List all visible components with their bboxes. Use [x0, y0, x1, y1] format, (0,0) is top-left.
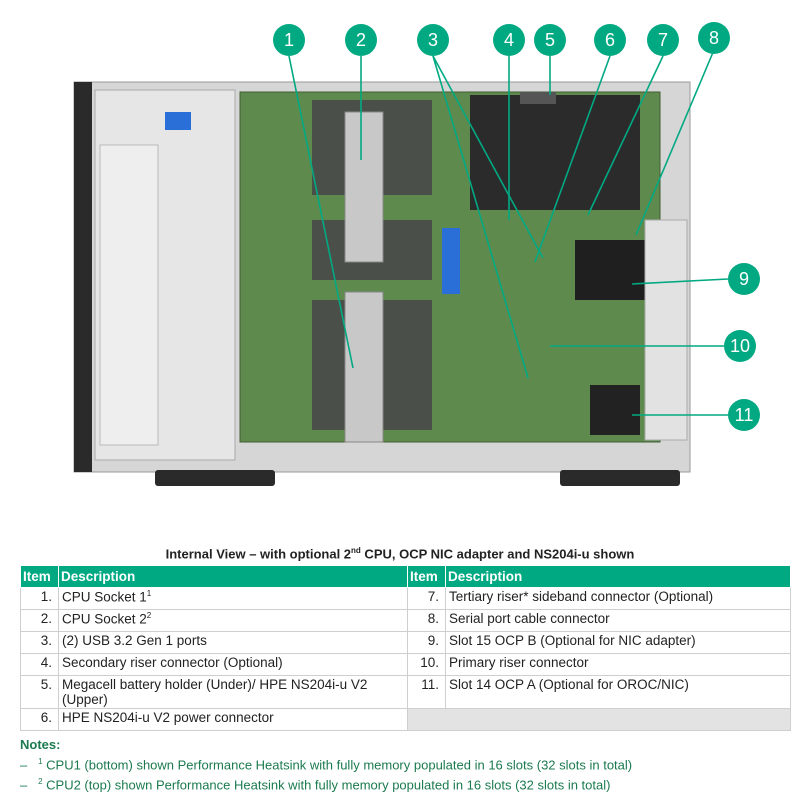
ocp-a-adapter [590, 385, 640, 435]
item-number: 4. [20, 653, 59, 676]
chassis-foot-right [560, 470, 680, 486]
table-row: 1. CPU Socket 11 7. Tertiary riser* side… [20, 587, 791, 610]
item-description: (2) USB 3.2 Gen 1 ports [58, 631, 408, 654]
header-item: Item [20, 565, 59, 588]
callout-11: 11 [728, 399, 760, 431]
components-table: Item Description Item Description 1. CPU… [20, 565, 791, 731]
item-number: 6. [20, 708, 59, 731]
cpu2-heatsink [344, 111, 384, 263]
notes-section: Notes: – 1 CPU1 (bottom) shown Performan… [20, 737, 632, 793]
power-supply-bay [470, 95, 640, 210]
item-number: 7. [407, 587, 446, 610]
table-row: 4. Secondary riser connector (Optional) … [20, 653, 791, 676]
callout-3: 3 [417, 24, 449, 56]
item-description: Slot 15 OCP B (Optional for NIC adapter) [445, 631, 791, 654]
ocp-b-adapter [575, 240, 645, 300]
server-diagram [73, 49, 729, 486]
item-description: Slot 14 OCP A (Optional for OROC/NIC) [445, 675, 791, 709]
item-number: 9. [407, 631, 446, 654]
callout-6: 6 [594, 24, 626, 56]
callout-1: 1 [273, 24, 305, 56]
callout-5: 5 [534, 24, 566, 56]
table-header-row: Item Description Item Description [20, 565, 791, 588]
item-description: Tertiary riser* sideband connector (Opti… [445, 587, 791, 610]
table-row: 5. Megacell battery holder (Under)/ HPE … [20, 675, 791, 709]
cpu1-heatsink [344, 291, 384, 443]
item-number: 1. [20, 587, 59, 610]
figure-caption: Internal View – with optional 2nd CPU, O… [0, 546, 800, 561]
item-number: 2. [20, 609, 59, 632]
item-number: 10. [407, 653, 446, 676]
notes-title: Notes: [20, 737, 61, 752]
blue-retention-clip [442, 228, 460, 294]
item-description: Megacell battery holder (Under)/ HPE NS2… [58, 675, 408, 709]
leader-lines [288, 49, 729, 416]
item-number: 11. [407, 675, 446, 709]
caption-text: Internal View – with optional 2 [165, 546, 352, 562]
item-description: HPE NS204i-u V2 power connector [58, 708, 408, 731]
callout-9: 9 [728, 263, 760, 295]
item-description: CPU Socket 11 [58, 587, 408, 610]
caption-superscript: nd [351, 546, 361, 555]
note-item: – 2 CPU2 (top) shown Performance Heatsin… [20, 777, 611, 793]
item-number: 5. [20, 675, 59, 709]
server-internal-view-figure: 1 2 3 4 5 6 7 8 9 10 11 [73, 22, 760, 486]
callout-4: 4 [493, 24, 525, 56]
header-description: Description [445, 565, 791, 588]
empty-cell [407, 708, 791, 731]
item-number: 8. [407, 609, 446, 632]
rear-io-panel [644, 219, 688, 441]
header-item: Item [407, 565, 446, 588]
note-item: – 1 CPU1 (bottom) shown Performance Heat… [20, 757, 633, 773]
blue-latch [165, 112, 191, 130]
callout-7: 7 [647, 24, 679, 56]
item-description: Secondary riser connector (Optional) [58, 653, 408, 676]
drive-cage-panel [99, 144, 159, 446]
chassis-front-bezel [74, 82, 92, 472]
item-number: 3. [20, 631, 59, 654]
item-description: Serial port cable connector [445, 609, 791, 632]
callout-2: 2 [345, 24, 377, 56]
chassis-foot-left [155, 470, 275, 486]
header-description: Description [58, 565, 408, 588]
caption-rest: CPU, OCP NIC adapter and NS204i-u shown [360, 546, 635, 562]
table-row: 2. CPU Socket 22 8. Serial port cable co… [20, 609, 791, 632]
item-description: CPU Socket 22 [58, 609, 408, 632]
item-description: Primary riser connector [445, 653, 791, 676]
table-row: 6. HPE NS204i-u V2 power connector [20, 708, 791, 731]
callout-8: 8 [698, 22, 730, 54]
table-row: 3. (2) USB 3.2 Gen 1 ports 9. Slot 15 OC… [20, 631, 791, 654]
callout-10: 10 [724, 330, 756, 362]
battery-holder [520, 92, 556, 104]
